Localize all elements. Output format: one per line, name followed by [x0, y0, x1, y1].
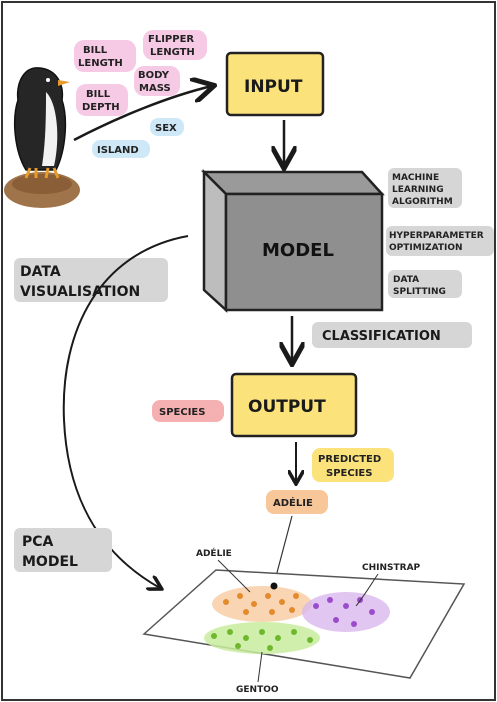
feature-sex: SEX — [150, 118, 184, 136]
label-species: SPECIES — [152, 400, 224, 422]
cluster-gentoo — [204, 622, 320, 654]
cluster-adelie — [212, 586, 312, 622]
svg-text:SPECIES: SPECIES — [326, 468, 372, 479]
svg-text:ISLAND: ISLAND — [97, 145, 139, 156]
points-adelie — [223, 593, 299, 615]
output-box: OUTPUT — [230, 372, 358, 438]
svg-text:PREDICTED: PREDICTED — [318, 454, 381, 465]
prediction-adelie-tag: ADÉLIE — [266, 490, 328, 514]
svg-text:VISUALISATION: VISUALISATION — [20, 284, 140, 300]
label-data-visualisation: DATA VISUALISATION — [14, 258, 168, 302]
svg-text:MODEL: MODEL — [262, 240, 334, 261]
arrow-to-pca-plot — [62, 235, 189, 588]
svg-text:LENGTH: LENGTH — [78, 58, 123, 69]
pca-plot — [142, 559, 466, 683]
svg-text:PCA: PCA — [22, 534, 54, 550]
model-cube: MODEL — [200, 168, 385, 313]
pointer-gentoo-cluster — [257, 651, 263, 683]
svg-text:SPLITTING: SPLITTING — [393, 287, 446, 297]
pointer-adelie-cluster — [217, 559, 251, 593]
note-data-splitting: DATA SPLITTING — [388, 270, 462, 298]
pointer-chinstrap-cluster — [355, 573, 379, 607]
svg-text:BILL: BILL — [83, 45, 108, 56]
note-machine-learning: MACHINE LEARNING ALGORITHM — [388, 168, 462, 208]
pca-label-chinstrap: CHINSTRAP — [362, 563, 421, 573]
pca-label-gentoo: GENTOO — [236, 685, 279, 695]
label-classification: CLASSIFICATION — [312, 322, 472, 348]
feature-island: ISLAND — [92, 140, 150, 158]
svg-text:DEPTH: DEPTH — [82, 102, 120, 113]
pca-label-adelie: ADÉLIE — [196, 547, 232, 559]
svg-text:ADÉLIE: ADÉLIE — [273, 496, 313, 509]
points-gentoo — [211, 629, 313, 651]
svg-text:INPUT: INPUT — [244, 77, 303, 97]
label-predicted-species: PREDICTED SPECIES — [312, 448, 394, 482]
feature-bill-length: BILL LENGTH — [74, 40, 136, 72]
svg-text:BILL: BILL — [86, 89, 111, 100]
cluster-chinstrap — [302, 592, 390, 632]
svg-text:OUTPUT: OUTPUT — [248, 397, 326, 417]
point-new-sample — [270, 582, 278, 590]
svg-text:OPTIMIZATION: OPTIMIZATION — [389, 243, 463, 253]
svg-text:MACHINE: MACHINE — [392, 173, 439, 183]
svg-text:DATA: DATA — [393, 275, 419, 285]
svg-text:SEX: SEX — [155, 123, 177, 134]
svg-text:SPECIES: SPECIES — [159, 407, 205, 418]
note-hyperparameter: HYPERPARAMETER OPTIMIZATION — [386, 226, 494, 256]
svg-text:DATA: DATA — [20, 264, 61, 280]
svg-text:BODY: BODY — [138, 70, 170, 81]
svg-text:LEARNING: LEARNING — [392, 185, 444, 195]
feature-flipper-length: FLIPPER LENGTH — [143, 30, 207, 60]
svg-text:ALGORITHM: ALGORITHM — [392, 197, 453, 207]
svg-text:FLIPPER: FLIPPER — [148, 34, 194, 45]
label-pca-model: PCA MODEL — [14, 528, 112, 572]
svg-text:CLASSIFICATION: CLASSIFICATION — [322, 329, 441, 344]
pointer-adelie-to-point — [273, 515, 293, 585]
feature-bill-depth: BILL DEPTH — [76, 84, 128, 116]
svg-text:MODEL: MODEL — [22, 554, 78, 570]
svg-text:LENGTH: LENGTH — [150, 47, 195, 58]
feature-body-mass: BODY MASS — [134, 66, 180, 96]
points-chinstrap — [313, 597, 375, 627]
svg-text:MASS: MASS — [139, 83, 171, 94]
arrow-features-to-input — [73, 86, 212, 142]
input-box: INPUT — [225, 51, 325, 117]
svg-text:HYPERPARAMETER: HYPERPARAMETER — [389, 231, 484, 241]
penguin-illustration — [4, 67, 80, 208]
